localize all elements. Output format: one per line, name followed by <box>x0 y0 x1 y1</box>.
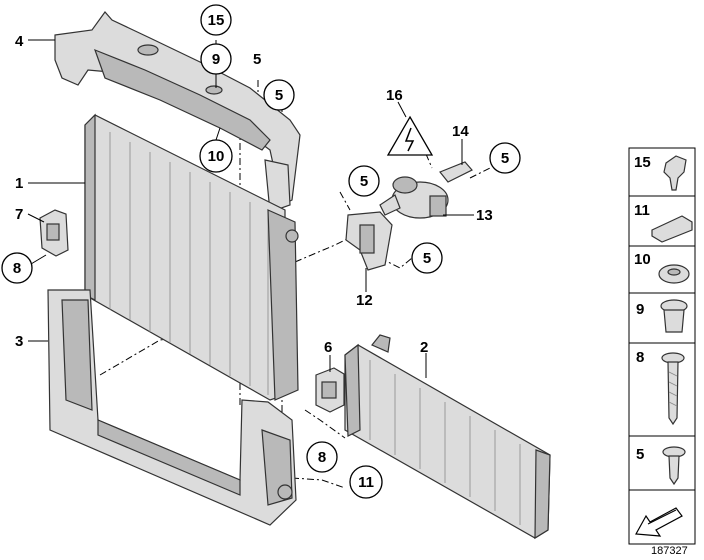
water-pump-part <box>379 176 449 219</box>
callout-4: 4 <box>15 33 24 50</box>
radiator-part <box>84 113 299 401</box>
long-screw-icon <box>661 352 685 426</box>
callout-12: 12 <box>356 292 373 309</box>
callout-8-b: 8 <box>318 449 326 466</box>
callout-3: 3 <box>15 333 23 350</box>
document-id: 187327 <box>651 545 688 557</box>
auxiliary-cooler-part <box>344 334 551 540</box>
warning-label-part <box>386 115 434 156</box>
callout-11: 11 <box>358 474 374 491</box>
leader-lines <box>27 39 474 378</box>
callout-1: 1 <box>15 175 23 192</box>
callout-14: 14 <box>452 123 469 140</box>
callout-10: 10 <box>208 148 225 165</box>
callout-5-a: 5 <box>253 51 261 68</box>
direction-arrow-icon <box>635 507 683 537</box>
callout-5-d: 5 <box>423 250 431 267</box>
fastener-legend: 15 11 10 9 8 5 <box>628 147 696 545</box>
short-screw-icon <box>662 446 686 486</box>
callout-2: 2 <box>420 339 428 356</box>
callout-7: 7 <box>15 206 23 223</box>
callout-5-e: 5 <box>501 150 509 167</box>
legend-item-9-label: 9 <box>636 301 644 318</box>
callout-15: 15 <box>208 12 225 29</box>
clip-part-14 <box>439 161 473 183</box>
expanding-rivet-icon <box>660 299 688 333</box>
callout-6: 6 <box>324 339 332 356</box>
clip-icon <box>651 215 693 243</box>
bracket-part-6 <box>315 367 345 413</box>
callout-13: 13 <box>476 207 493 224</box>
grommet-icon <box>658 264 690 284</box>
legend-item-11-label: 11 <box>634 202 650 219</box>
callout-9: 9 <box>212 51 220 68</box>
bracket-part-7 <box>39 209 69 257</box>
callout-5-b: 5 <box>275 87 283 104</box>
callout-5-c: 5 <box>360 173 368 190</box>
pump-bracket-part <box>345 211 393 271</box>
upper-support-part <box>54 11 301 213</box>
callout-circles <box>1 4 521 499</box>
legend-item-10-label: 10 <box>634 251 651 268</box>
push-rivet-icon <box>663 155 687 191</box>
legend-item-15-label: 15 <box>634 154 651 171</box>
legend-item-5-label: 5 <box>636 446 644 463</box>
callout-16: 16 <box>386 87 403 104</box>
legend-item-8-label: 8 <box>636 349 644 366</box>
callout-8-a: 8 <box>13 260 21 277</box>
lower-carrier-part <box>47 289 297 526</box>
